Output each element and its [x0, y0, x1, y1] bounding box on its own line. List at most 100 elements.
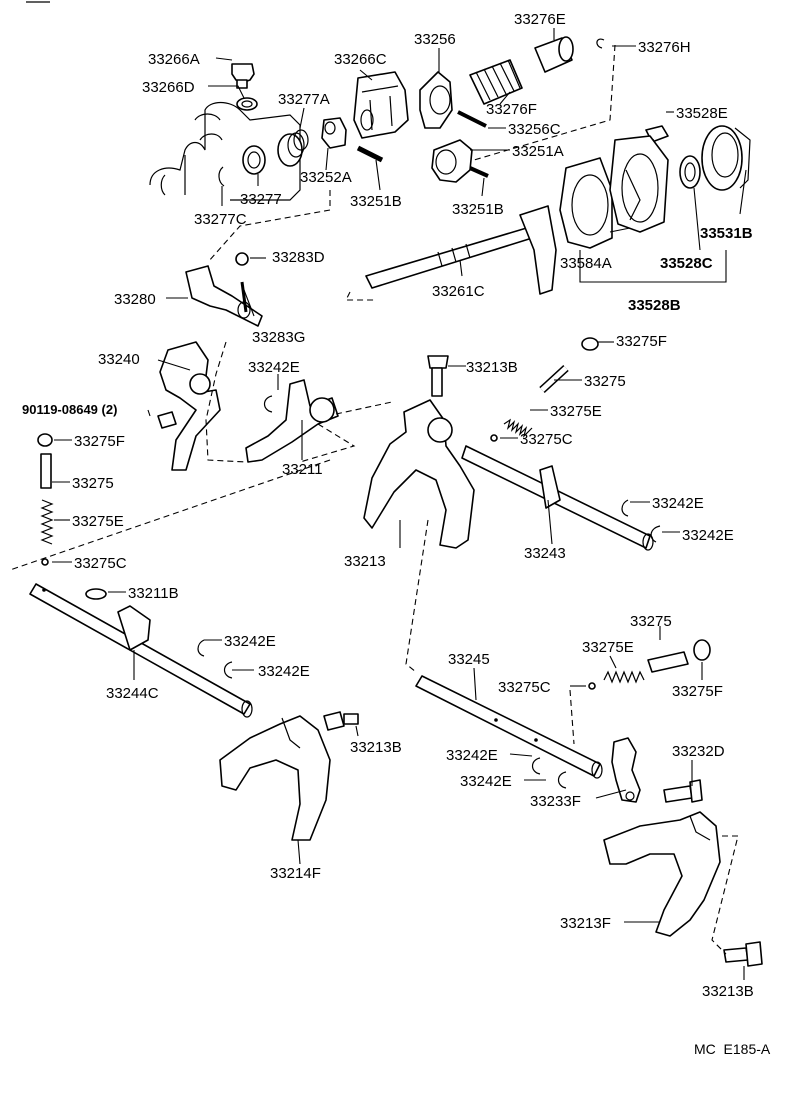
label-33528C: 33528C [660, 255, 713, 272]
label-33275F-2: 33275F [74, 433, 125, 450]
label-33242E-7: 33242E [460, 773, 512, 790]
part-33275F-plug-1 [581, 337, 599, 351]
part-33276E-cap [534, 36, 574, 73]
label-33242E-1: 33242E [248, 359, 300, 376]
part-33275E-spring-3 [603, 670, 645, 684]
part-33213-fork [363, 399, 475, 549]
part-33242E-clip-7 [557, 771, 567, 789]
part-33245-shaft [415, 675, 603, 779]
part-33276F-spring [469, 59, 523, 105]
part-33256-cam [419, 71, 453, 129]
label-33242E-3: 33242E [682, 527, 734, 544]
label-33275C-2: 33275C [74, 555, 127, 572]
part-33213F-fork [603, 811, 721, 937]
part-33275-pin-3 [647, 651, 689, 673]
part-33256C-pin [457, 110, 487, 128]
part-33251A-collar [431, 139, 473, 183]
label-33252A: 33252A [300, 169, 352, 186]
part-33242E-clip-2 [621, 499, 629, 517]
label-33266C: 33266C [334, 51, 387, 68]
label-33528B: 33528B [628, 297, 681, 314]
label-33240: 33240 [98, 351, 140, 368]
part-33242E-clip-4 [197, 639, 205, 657]
part-33213B-bolt-1 [427, 355, 449, 397]
part-33584A-gasket [559, 157, 613, 249]
part-33211-fork [245, 379, 339, 463]
label-33242E-6: 33242E [446, 747, 498, 764]
part-33214F-fork [219, 715, 331, 841]
label-33213B-1: 33213B [466, 359, 518, 376]
label-33244C: 33244C [106, 685, 159, 702]
part-33277C-clip [218, 166, 225, 187]
label-90119-08649: 90119-08649 (2) [22, 402, 117, 417]
label-33276H: 33276H [638, 39, 691, 56]
part-33276H-clip [596, 38, 605, 49]
label-33275F-3: 33275F [672, 683, 723, 700]
label-33256C: 33256C [508, 121, 561, 138]
part-33528-retainer [609, 135, 669, 233]
label-33213B-3: 33213B [702, 983, 754, 1000]
part-labels: 33266A 33266D 33266C 33256 33276E 33276H… [22, 11, 754, 1000]
part-33261C-shaft [365, 205, 557, 295]
part-33244C-shaft [29, 583, 253, 718]
part-33275C-ball-2 [41, 558, 49, 566]
part-33211B-plug [85, 588, 107, 600]
part-33277-bushing [242, 145, 266, 175]
label-33232D: 33232D [672, 743, 725, 760]
part-33275-pin-2 [40, 453, 52, 489]
label-33251B-1: 33251B [350, 193, 402, 210]
label-33275C-3: 33275C [498, 679, 551, 696]
label-33275E-3: 33275E [582, 639, 634, 656]
label-33251A: 33251A [512, 143, 564, 160]
part-33531B-seal [701, 125, 751, 191]
label-33275E-2: 33275E [72, 513, 124, 530]
part-33275F-plug-3 [693, 639, 711, 661]
label-33211B: 33211B [128, 585, 179, 602]
part-33252A-block [321, 117, 347, 149]
part-33277A-plug [277, 129, 309, 167]
part-33242E-clip-5 [223, 661, 233, 679]
label-33275-2: 33275 [72, 475, 114, 492]
label-33261C: 33261C [432, 283, 485, 300]
leader-lines [52, 28, 747, 980]
part-33266D-washer [236, 97, 258, 111]
part-33275E-spring-2 [40, 499, 54, 545]
label-33245: 33245 [448, 651, 490, 668]
diagram-code: MC E185-A [694, 1041, 771, 1057]
label-33243: 33243 [524, 545, 566, 562]
part-33242E-clip-6 [531, 757, 541, 775]
label-33266A: 33266A [148, 51, 200, 68]
part-33240-lever [159, 341, 221, 471]
part-33528C-bearing [679, 155, 701, 189]
label-33275F-1: 33275F [616, 333, 667, 350]
label-33256: 33256 [414, 31, 456, 48]
label-33213B-2: 33213B [350, 739, 402, 756]
label-33528E: 33528E [676, 105, 728, 122]
part-33251B-pin-2 [469, 166, 489, 178]
label-33531B: 33531B [700, 225, 753, 242]
label-33276E: 33276E [514, 11, 566, 28]
label-33242E-4: 33242E [224, 633, 276, 650]
part-33266A-bolt [231, 63, 255, 89]
part-33243-shaft [461, 445, 654, 551]
label-33275-3: 33275 [630, 613, 672, 630]
label-33275-1: 33275 [584, 373, 626, 390]
label-33275C-1: 33275C [520, 431, 573, 448]
label-33251B-2: 33251B [452, 201, 504, 218]
part-33232D-bolt [663, 779, 703, 803]
part-33242E-clip-3 [650, 525, 661, 543]
part-33283G-pin [240, 281, 248, 313]
label-33211: 33211 [282, 461, 323, 478]
part-33242E-clip-1 [263, 395, 273, 413]
label-33233F: 33233F [530, 793, 581, 810]
label-33214F: 33214F [270, 865, 321, 882]
label-33277: 33277 [240, 191, 282, 208]
label-33275E-1: 33275E [550, 403, 602, 420]
label-33213F: 33213F [560, 915, 611, 932]
label-33213: 33213 [344, 553, 386, 570]
label-33283G: 33283G [252, 329, 305, 346]
label-33277C: 33277C [194, 211, 247, 228]
label-33584A: 33584A [560, 255, 612, 272]
label-33242E-5: 33242E [258, 663, 310, 680]
